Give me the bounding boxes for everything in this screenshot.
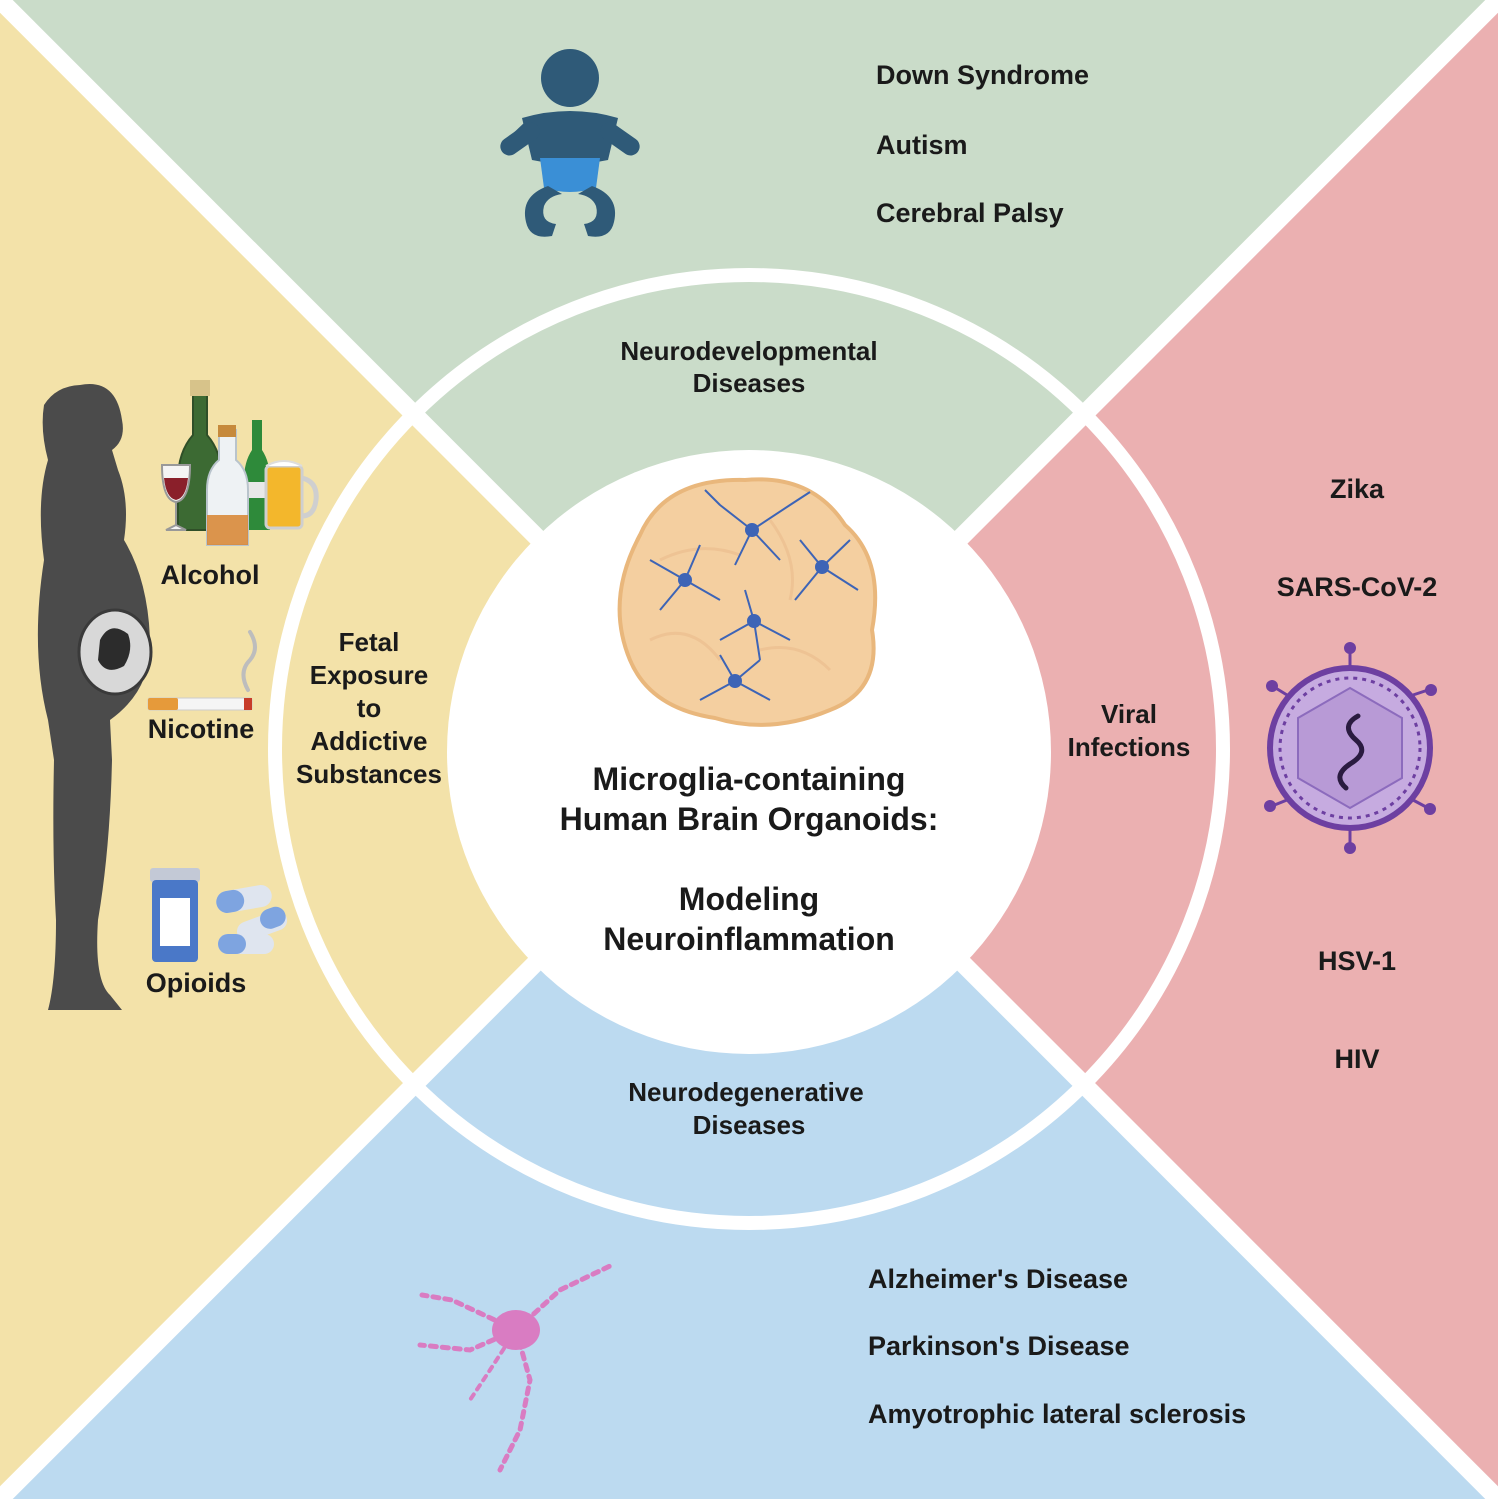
bottom-item-parkinsons: Parkinson's Disease xyxy=(868,1331,1130,1361)
ring-bottom-label-line2: Diseases xyxy=(693,1110,806,1140)
ring-bottom-label-line1: Neurodegenerative xyxy=(628,1077,864,1107)
ring-top-label-line1: Neurodevelopmental xyxy=(620,336,877,366)
top-item-autism: Autism xyxy=(876,130,968,160)
baby-icon xyxy=(500,49,640,237)
right-item-zika: Zika xyxy=(1330,474,1385,504)
right-item-sars-cov-2: SARS-CoV-2 xyxy=(1277,572,1438,602)
ring-left-label-line3: to xyxy=(357,693,382,723)
center-subtitle-line1: Modeling xyxy=(679,881,819,917)
alcohol-icon xyxy=(160,380,319,546)
quadrant-top xyxy=(0,0,1498,749)
ring-right-label-line2: Infections xyxy=(1068,732,1191,762)
ring-outer-border xyxy=(268,268,1230,1230)
cigarette-icon xyxy=(147,630,257,711)
microglia-network xyxy=(649,489,859,701)
ring-left-label-line2: Exposure xyxy=(310,660,429,690)
ring-left-label-line4: Addictive xyxy=(310,726,427,756)
quadrant-bottom xyxy=(0,749,1498,1499)
quadrant-right xyxy=(749,0,1498,1499)
left-item-opioids: Opioids xyxy=(146,968,247,998)
center-subtitle-line2: Neuroinflammation xyxy=(603,921,895,957)
organoid-icon xyxy=(617,477,878,727)
top-item-down-syndrome: Down Syndrome xyxy=(876,60,1089,90)
bottom-item-als: Amyotrophic lateral sclerosis xyxy=(868,1399,1246,1429)
center-title-line2: Human Brain Organoids: xyxy=(560,801,939,837)
quadrant-left xyxy=(0,0,749,1499)
right-item-hsv-1: HSV-1 xyxy=(1318,946,1396,976)
ring-left-label-line5: Substances xyxy=(296,759,442,789)
bottom-item-alzheimers: Alzheimer's Disease xyxy=(868,1264,1128,1294)
right-item-hiv: HIV xyxy=(1334,1044,1379,1074)
ring-right-label-line1: Viral xyxy=(1101,699,1157,729)
ring-left-label-line1: Fetal xyxy=(339,627,400,657)
center-disc xyxy=(447,450,1051,1054)
ring-top-label-line2: Diseases xyxy=(693,368,806,398)
center-title-line1: Microglia-containing xyxy=(593,761,906,797)
pill-bottle-icon xyxy=(150,868,288,962)
neuron-soma xyxy=(492,1310,540,1350)
virus-icon xyxy=(1264,642,1437,854)
pregnant-woman-icon xyxy=(37,384,153,1010)
left-item-alcohol: Alcohol xyxy=(161,560,260,590)
left-item-nicotine: Nicotine xyxy=(148,714,255,744)
top-item-cerebral-palsy: Cerebral Palsy xyxy=(876,198,1064,228)
